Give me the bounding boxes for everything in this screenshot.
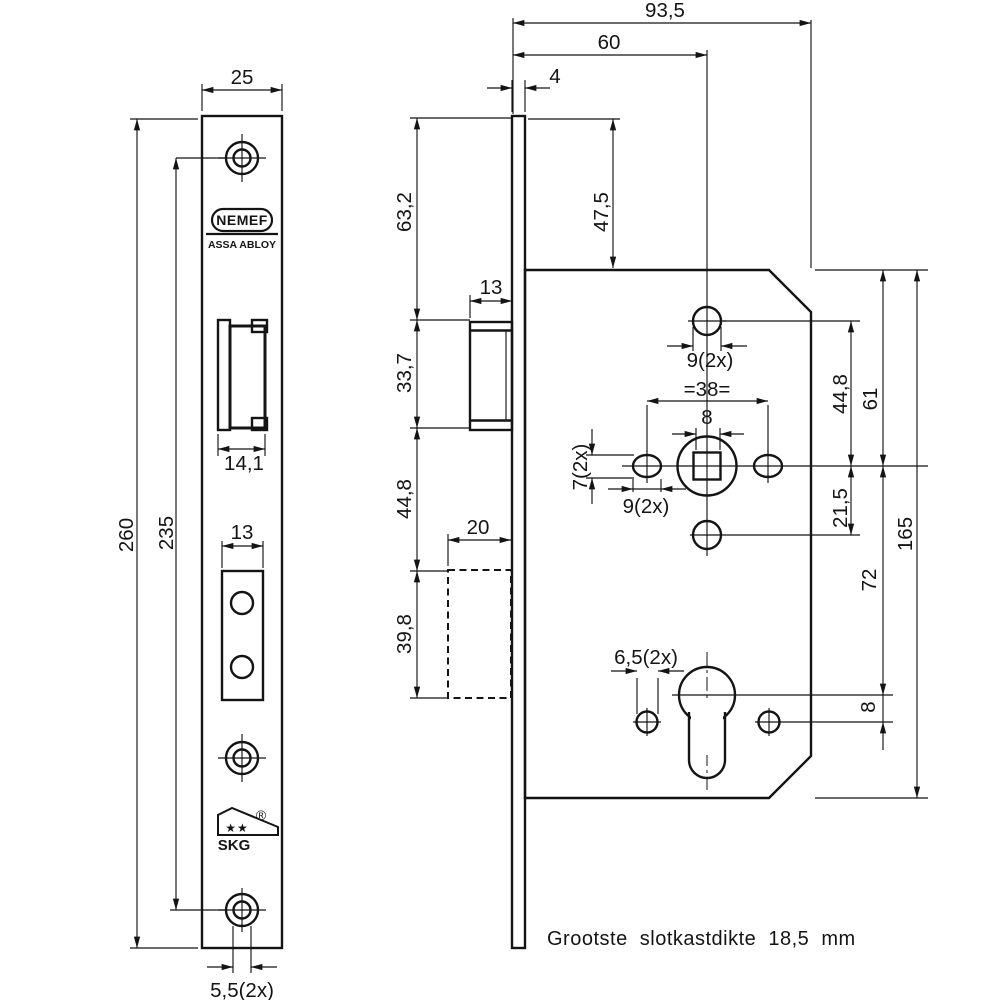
latch-width-label: 14,1	[224, 452, 264, 475]
cylinder-to-hole-label: 8	[857, 701, 880, 712]
faceplate-front	[200, 114, 284, 950]
dim-plate-width: 25	[201, 66, 283, 111]
body-height-label: 165	[894, 517, 917, 551]
dim-bolt-depth: 20	[447, 516, 512, 566]
screw-diameter-label: 5,5(2x)	[210, 979, 274, 1000]
latch-cutout	[216, 318, 269, 432]
registered-mark: ®	[256, 807, 267, 823]
skg-pennant	[217, 806, 279, 836]
lock-body-outline	[523, 268, 813, 800]
spindle-to-cylinder-label: 72	[858, 569, 881, 592]
oval-height-label: 7(2x)	[569, 444, 592, 491]
faceplate-side	[510, 114, 527, 950]
handle-hole-bottom	[690, 519, 860, 551]
nemef-oval	[210, 207, 274, 233]
backset-label: 60	[598, 31, 621, 54]
dim-backset: 60	[513, 31, 707, 59]
bolt-depth-label: 20	[467, 516, 490, 539]
dim-hole-top: 9(2x)	[667, 327, 747, 372]
dim-handle-spacing: =38=	[646, 378, 769, 452]
dim-cylinder-screw: 6,5(2x)	[611, 646, 684, 714]
dim-plate-length: 260	[115, 118, 198, 949]
plate-thickness-label: 4	[549, 65, 560, 88]
spindle-to-hole-label: 21,5	[829, 488, 852, 528]
bolt-width-label: 13	[231, 521, 254, 544]
dim-plate-thickness: 4	[487, 65, 561, 112]
cylinder-screw-label: 6,5(2x)	[614, 646, 678, 669]
cylinder-screw-hole-left	[633, 708, 661, 736]
front-view: NEMEF ASSA ABLOY 14,1 13	[115, 66, 284, 1000]
deadbolt-side-dashed	[447, 569, 512, 699]
cylinder-screw-hole-right	[755, 708, 783, 736]
edge-to-spindle-label: 61	[859, 388, 882, 411]
handle-hole-top	[688, 305, 726, 337]
bolt-height-label: 39,8	[393, 614, 416, 654]
plate-length-label: 260	[115, 518, 138, 552]
oval-hole-left	[631, 450, 663, 483]
latch-side	[468, 320, 514, 432]
handle-spacing-label: =38=	[684, 378, 731, 401]
nemef-logo: NEMEF ASSA ABLOY	[206, 207, 278, 251]
dim-oval-height: 7(2x)	[569, 429, 634, 504]
brand-text: NEMEF	[216, 212, 268, 228]
dim-top-to-body: 47,5	[528, 118, 620, 268]
dim-spindle-square: 8	[672, 406, 744, 450]
deadbolt-cutout	[220, 569, 265, 702]
side-view: 93,5 60 4 47,5	[393, 0, 928, 950]
brand-group-text: ASSA ABLOY	[208, 239, 276, 251]
plate-width-label: 25	[231, 66, 254, 89]
oval-hole-right	[752, 450, 784, 483]
footer-note: Grootste slotkastdikte 18,5 mm	[547, 928, 856, 950]
oval-width-label: 9(2x)	[623, 495, 670, 518]
skg-text: SKG	[218, 837, 251, 854]
dim-total-depth: 93,5	[512, 0, 812, 268]
spindle-square-label: 8	[701, 406, 712, 429]
dim-right-stack: 44,8 61 21,5 72 165 8	[723, 269, 928, 799]
skg-stars: ★★	[225, 821, 249, 835]
screw-distance-label: 235	[155, 516, 178, 550]
latch-height-label: 33,7	[393, 353, 416, 393]
hole-to-spindle-label: 44,8	[829, 374, 852, 414]
dim-screw-diameter: 5,5(2x)	[207, 926, 277, 1000]
screw-hole-middle	[218, 734, 266, 782]
dim-latch-width: 14,1	[217, 434, 266, 475]
dim-latch-depth: 13	[469, 276, 513, 318]
euro-cylinder-hole	[672, 665, 742, 780]
latch-to-bolt-label: 44,8	[393, 479, 416, 519]
skg-logo: ★★ ® SKG	[217, 806, 279, 854]
latch-depth-label: 13	[480, 276, 503, 299]
dim-screw-distance: 235	[155, 157, 226, 911]
total-depth-label: 93,5	[645, 0, 685, 22]
dim-chain-left: 63,2 33,7 44,8 39,8	[393, 117, 512, 699]
plate-to-latch-label: 63,2	[393, 192, 416, 232]
dim-oval-width: 9(2x)	[608, 479, 686, 518]
hole-top-label: 9(2x)	[687, 349, 734, 372]
top-to-body-label: 47,5	[590, 192, 613, 232]
dim-bolt-width: 13	[221, 521, 264, 568]
